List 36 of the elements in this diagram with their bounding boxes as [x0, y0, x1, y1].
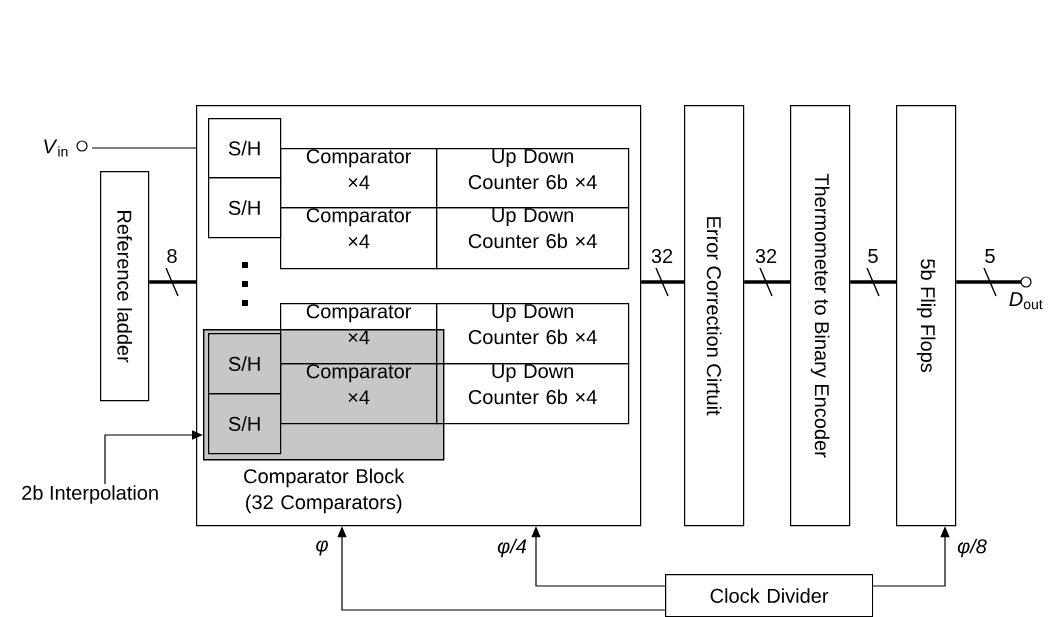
edge-label: 5 [985, 249, 995, 263]
block-box: S/H [208, 393, 282, 455]
block-box: S/H [208, 333, 282, 395]
output-terminal: D$_{out}$ [1009, 276, 1043, 310]
comparator-box: Comparator ×4 [280, 303, 438, 365]
edge-label: φ/8 [957, 538, 987, 558]
edge-label: 32 [651, 248, 673, 264]
bus-line [641, 267, 684, 297]
block-box: Thermometer to Binary Encoder [790, 105, 851, 527]
block-box: 5b Flip Flops [896, 105, 957, 527]
block-box: Clock Divider [665, 574, 874, 617]
comparator-box: Comparator ×4 [280, 363, 438, 425]
input-terminal: V$_{in}$ [44, 139, 88, 157]
counter-box: Up Down Counter 6b ×4 [436, 303, 630, 365]
bus-line [956, 267, 1021, 297]
bus-line [744, 267, 790, 297]
bus-line [149, 267, 196, 297]
bus-line [850, 267, 896, 297]
counter-box: Up Down Counter 6b ×4 [436, 148, 630, 209]
comparator-box: Comparator ×4 [280, 207, 438, 270]
block-box: Reference ladder [100, 171, 150, 402]
node-label: V$_{in}$ [44, 139, 68, 157]
edge-label: 32 [755, 248, 777, 264]
edge-label: φ/4 [497, 538, 527, 558]
block-box: S/H [208, 118, 282, 179]
counter-box: Up Down Counter 6b ×4 [436, 207, 630, 270]
input-label: 2b Interpolation [22, 485, 158, 504]
counter-box: Up Down Counter 6b ×4 [436, 363, 630, 425]
node-label: D$_{out}$ [1009, 292, 1043, 310]
edge-label: φ [316, 540, 328, 556]
edge-label: 8 [167, 248, 177, 264]
edge-label: 5 [868, 249, 878, 263]
node-label: Comparator Block (32 Comparators) [244, 468, 405, 514]
block-box: Error Correction Cirtuit [684, 105, 745, 527]
comparator-box: Comparator ×4 [280, 148, 438, 209]
block-box: S/H [208, 177, 282, 239]
